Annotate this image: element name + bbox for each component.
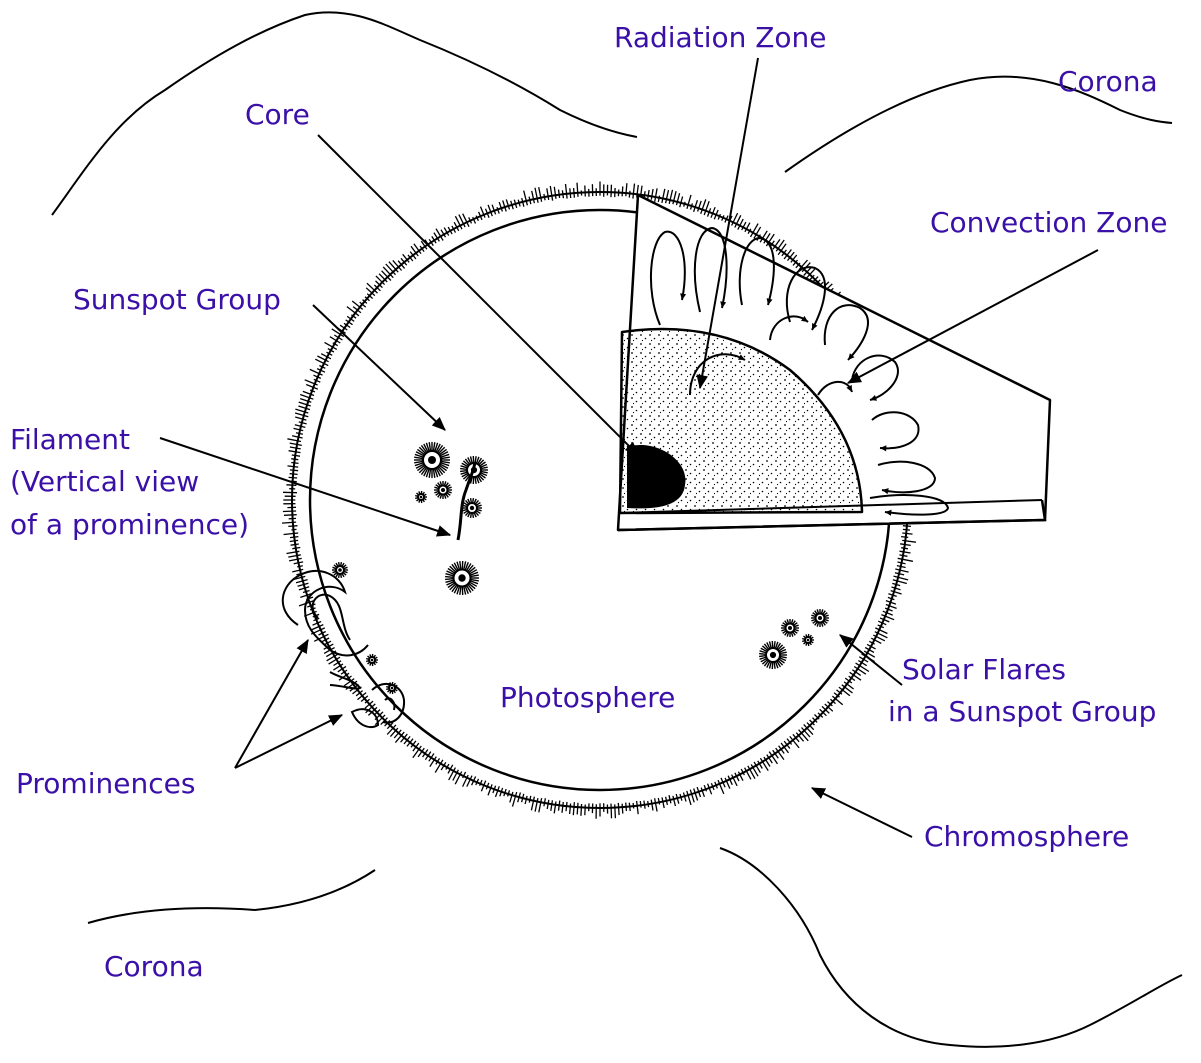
chromosphere-bristle bbox=[554, 187, 556, 199]
label-prominences: Prominences bbox=[16, 764, 195, 804]
label-solar-flares-line-1: Solar Flares bbox=[902, 650, 1066, 690]
chromosphere-bristle bbox=[891, 591, 902, 594]
chromosphere-bristle bbox=[289, 558, 302, 561]
chromosphere-bristle bbox=[655, 188, 657, 201]
chromosphere-bristle bbox=[673, 796, 676, 806]
label-sunspot-group: Sunspot Group bbox=[73, 280, 281, 320]
label-solar-flares-line-2: in a Sunspot Group bbox=[888, 692, 1156, 732]
arrow-prominence-upper bbox=[235, 640, 308, 768]
chromosphere-bristle bbox=[633, 184, 635, 199]
chromosphere-bristle bbox=[539, 187, 542, 202]
chromosphere-bristle bbox=[292, 569, 303, 572]
label-corona-bottom: Corona bbox=[104, 947, 204, 987]
label-filament-line-1: Filament bbox=[10, 420, 130, 460]
chromosphere-bristle bbox=[531, 797, 534, 811]
chromosphere-bristle bbox=[895, 569, 908, 572]
chromosphere-bristle bbox=[651, 800, 653, 811]
chromosphere-bristle bbox=[902, 533, 912, 534]
chromosphere-bristle bbox=[535, 188, 538, 203]
chromosphere-bristle bbox=[294, 428, 304, 430]
chromosphere-bristle bbox=[894, 576, 909, 580]
label-photosphere: Photosphere bbox=[500, 678, 675, 718]
chromosphere-bristle bbox=[585, 186, 586, 197]
chromosphere-bristle bbox=[298, 406, 310, 410]
chromosphere-bristle bbox=[288, 555, 301, 557]
corona-outline-bottom-right bbox=[720, 848, 1182, 1047]
chromosphere-bristle bbox=[499, 202, 502, 211]
chromosphere-bristle bbox=[535, 798, 538, 812]
chromosphere-bristle bbox=[651, 189, 653, 200]
chromosphere-bristle bbox=[550, 186, 552, 201]
chromosphere-bristle bbox=[577, 803, 578, 815]
chromosphere-bristle bbox=[282, 522, 296, 523]
chromosphere-bristle bbox=[655, 798, 658, 811]
label-filament-line-2: (Vertical view bbox=[10, 462, 199, 502]
chromosphere-bristle bbox=[506, 199, 509, 209]
chromosphere-bristle bbox=[618, 803, 619, 815]
chromosphere-bristle bbox=[295, 413, 308, 417]
chromosphere-bristle bbox=[513, 792, 517, 807]
chromosphere-bristle bbox=[283, 511, 296, 512]
chromosphere-bristle bbox=[566, 184, 568, 199]
chromosphere-bristle bbox=[611, 804, 612, 819]
chromosphere-bristle bbox=[662, 189, 665, 203]
chromosphere-bristle bbox=[637, 801, 639, 814]
corona-outline-top-left bbox=[52, 12, 637, 215]
chromosphere-bristle bbox=[554, 802, 556, 814]
label-convection-zone: Convection Zone bbox=[930, 203, 1167, 243]
chromosphere-bristle bbox=[581, 804, 582, 816]
chromosphere-bristle bbox=[893, 580, 907, 584]
chromosphere-bristle bbox=[524, 191, 528, 206]
chromosphere-bristle bbox=[290, 443, 302, 445]
chromosphere-bristle bbox=[562, 802, 563, 813]
chromosphere-bristle bbox=[488, 784, 492, 795]
chromosphere-bristle bbox=[551, 800, 553, 811]
chromosphere-bristle bbox=[488, 205, 492, 216]
chromosphere-bristle bbox=[622, 186, 623, 196]
arrow-chromosphere bbox=[812, 788, 912, 837]
chromosphere-bristle bbox=[615, 804, 616, 818]
chromosphere-bristle bbox=[299, 402, 311, 406]
chromosphere-bristle bbox=[901, 537, 908, 538]
label-core: Core bbox=[245, 95, 310, 135]
chromosphere-bristle bbox=[539, 798, 542, 812]
chromosphere-bristle bbox=[626, 183, 627, 196]
chromosphere-bristle bbox=[570, 804, 571, 815]
chromosphere-bristle bbox=[290, 447, 301, 449]
chromosphere-bristle bbox=[898, 558, 913, 561]
chromosphere-bristle bbox=[662, 797, 664, 808]
chromosphere-bristle bbox=[284, 533, 299, 535]
sunspot-blob bbox=[414, 442, 450, 478]
chromosphere-bristle bbox=[289, 451, 301, 453]
chromosphere-bristle bbox=[694, 789, 698, 801]
chromosphere-bristle bbox=[585, 805, 586, 816]
chromosphere-bristle bbox=[669, 190, 672, 204]
chromosphere-bristle bbox=[547, 188, 549, 200]
chromosphere-bristle bbox=[295, 417, 306, 420]
chromosphere-bristle bbox=[284, 515, 297, 516]
chromosphere-bristle bbox=[622, 804, 623, 814]
label-filament-line-3: of a prominence) bbox=[10, 505, 249, 545]
label-radiation-zone: Radiation Zone bbox=[614, 18, 827, 58]
label-chromosphere: Chromosphere bbox=[924, 817, 1129, 857]
chromosphere-bristle bbox=[900, 551, 911, 553]
chromosphere-bristle bbox=[690, 790, 694, 803]
label-corona-top: Corona bbox=[1058, 62, 1158, 102]
chromosphere-bristle bbox=[666, 190, 669, 203]
chromosphere-bristle bbox=[292, 436, 303, 438]
chromosphere-bristle bbox=[687, 195, 691, 209]
chromosphere-bristle bbox=[510, 792, 513, 803]
chromosphere-bristle bbox=[577, 183, 578, 197]
corona-outline-bottom-left bbox=[88, 870, 375, 923]
chromosphere-bristle bbox=[573, 802, 574, 815]
chromosphere-bristle bbox=[532, 191, 535, 203]
chromosphere-bristle bbox=[687, 791, 691, 805]
